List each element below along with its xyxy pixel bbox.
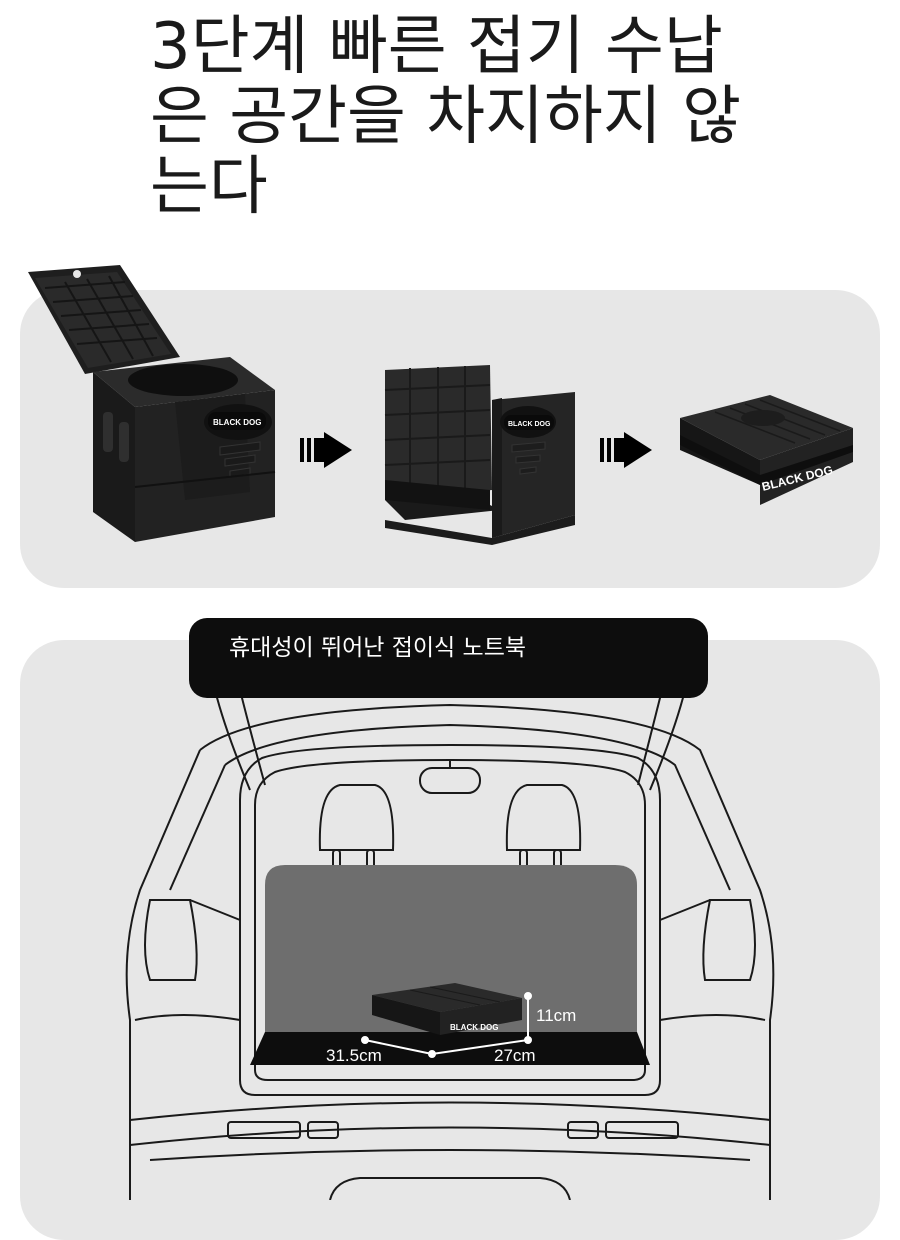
length-dimension-label: 31.5cm bbox=[326, 1046, 382, 1065]
product-folding: BLACK DOG bbox=[384, 365, 575, 545]
headline-line-3: 는다 bbox=[150, 150, 268, 224]
brand-logo-4: BLACK DOG bbox=[450, 1023, 498, 1032]
double-arrow-right-icon bbox=[300, 432, 352, 468]
headline-line-1: 3단계 빠른 접기 수납 bbox=[150, 10, 723, 84]
car-rear-illustration: BLACK DOG bbox=[125, 690, 775, 1200]
banner-text: 휴대성이 뛰어난 접이식 노트북 bbox=[229, 635, 527, 661]
page-title: 3단계 빠른 접기 수납 은 공간을 차지하지 않 는다 bbox=[150, 12, 790, 222]
brand-logo-2: BLACK DOG bbox=[508, 421, 551, 428]
height-dimension-label: 11cm bbox=[536, 1006, 577, 1025]
brand-logo-1: BLACK DOG bbox=[213, 418, 261, 427]
width-dimension-label: 27cm bbox=[494, 1046, 536, 1065]
double-arrow-right-icon bbox=[600, 432, 652, 468]
product-open-lid: BLACK DOG bbox=[28, 265, 276, 542]
portability-banner: 휴대성이 뛰어난 접이식 노트북 bbox=[189, 618, 708, 698]
headline-line-2: 은 공간을 차지하지 않 bbox=[150, 80, 741, 154]
product-folded: BLACK DOG bbox=[680, 395, 853, 505]
